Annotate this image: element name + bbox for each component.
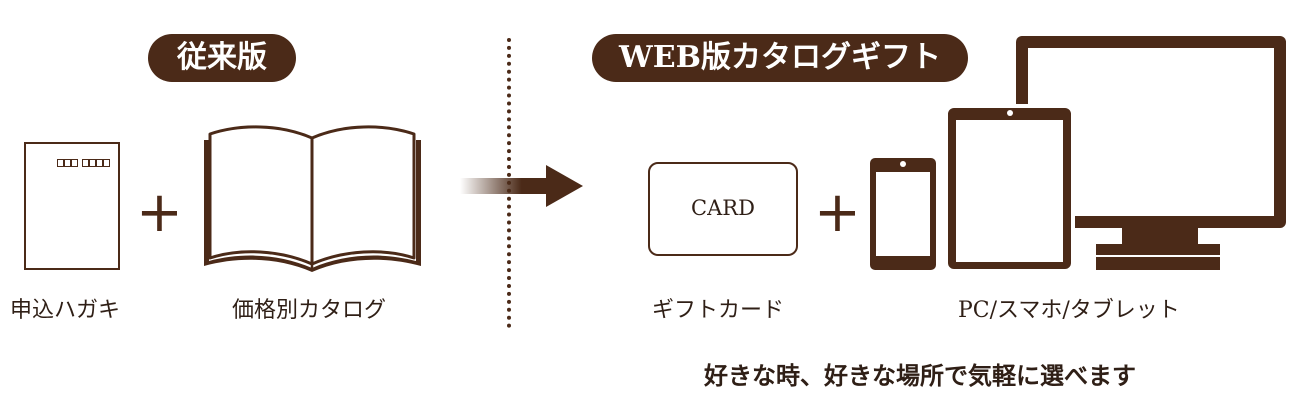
plus-icon-right: + [814,180,861,245]
postcard-icon [24,142,120,270]
tagline: 好きな時、好きな場所で気軽に選べます [704,361,1136,390]
card-text: CARD [691,196,755,220]
smartphone-icon [866,154,940,274]
open-book-icon [204,125,421,272]
catalog-label: 価格別カタログ [232,298,387,323]
web-title-pill: WEB版カタログギフト [592,34,968,82]
gift-card-icon: CARD [648,162,798,256]
plus-icon-left: + [136,180,183,245]
postcard-label: 申込ハガキ [10,298,121,323]
devices-icon [866,36,1286,274]
gift-card-label: ギフトカード [652,298,785,323]
arrow-right-icon [460,165,583,207]
traditional-title-pill: 従来版 [148,34,296,82]
devices-label: PC/スマホ/タブレット [958,298,1180,323]
tablet-icon [944,104,1075,273]
